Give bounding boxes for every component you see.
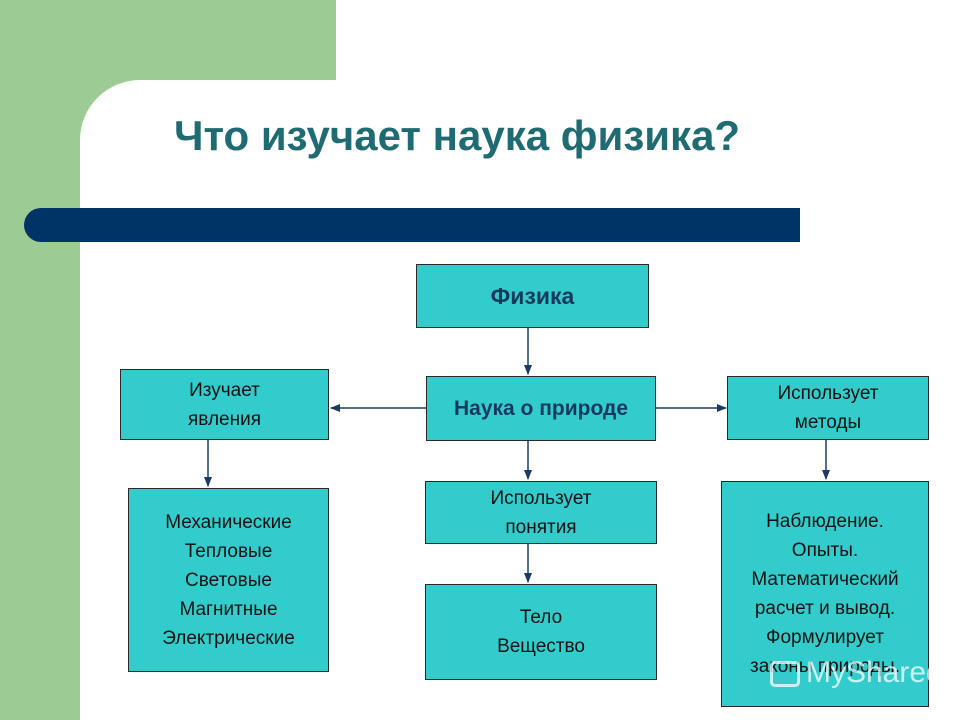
- decor-corner: [80, 80, 140, 140]
- watermark: MyShared: [770, 656, 943, 690]
- concepts-list-box: Тело Вещество: [425, 584, 657, 680]
- top-decor-block: [0, 0, 336, 80]
- phenomena-list-box: Механические Тепловые Световые Магнитные…: [128, 488, 329, 672]
- science-of-nature-box: Наука о природе: [426, 376, 656, 441]
- physics-box: Физика: [416, 264, 649, 328]
- studies-phenomena-box: Изучает явления: [120, 369, 329, 440]
- slide-title: Что изучает наука физика?: [174, 112, 741, 159]
- methods-list-box: Наблюдение. Опыты. Математический расчет…: [721, 481, 929, 707]
- left-decor-strip: [0, 0, 80, 720]
- title-underline-bar: [24, 208, 800, 242]
- uses-concepts-box: Использует понятия: [425, 481, 657, 544]
- watermark-icon: [770, 661, 800, 688]
- watermark-text: MyShared: [806, 656, 943, 689]
- uses-methods-box: Использует методы: [727, 376, 929, 440]
